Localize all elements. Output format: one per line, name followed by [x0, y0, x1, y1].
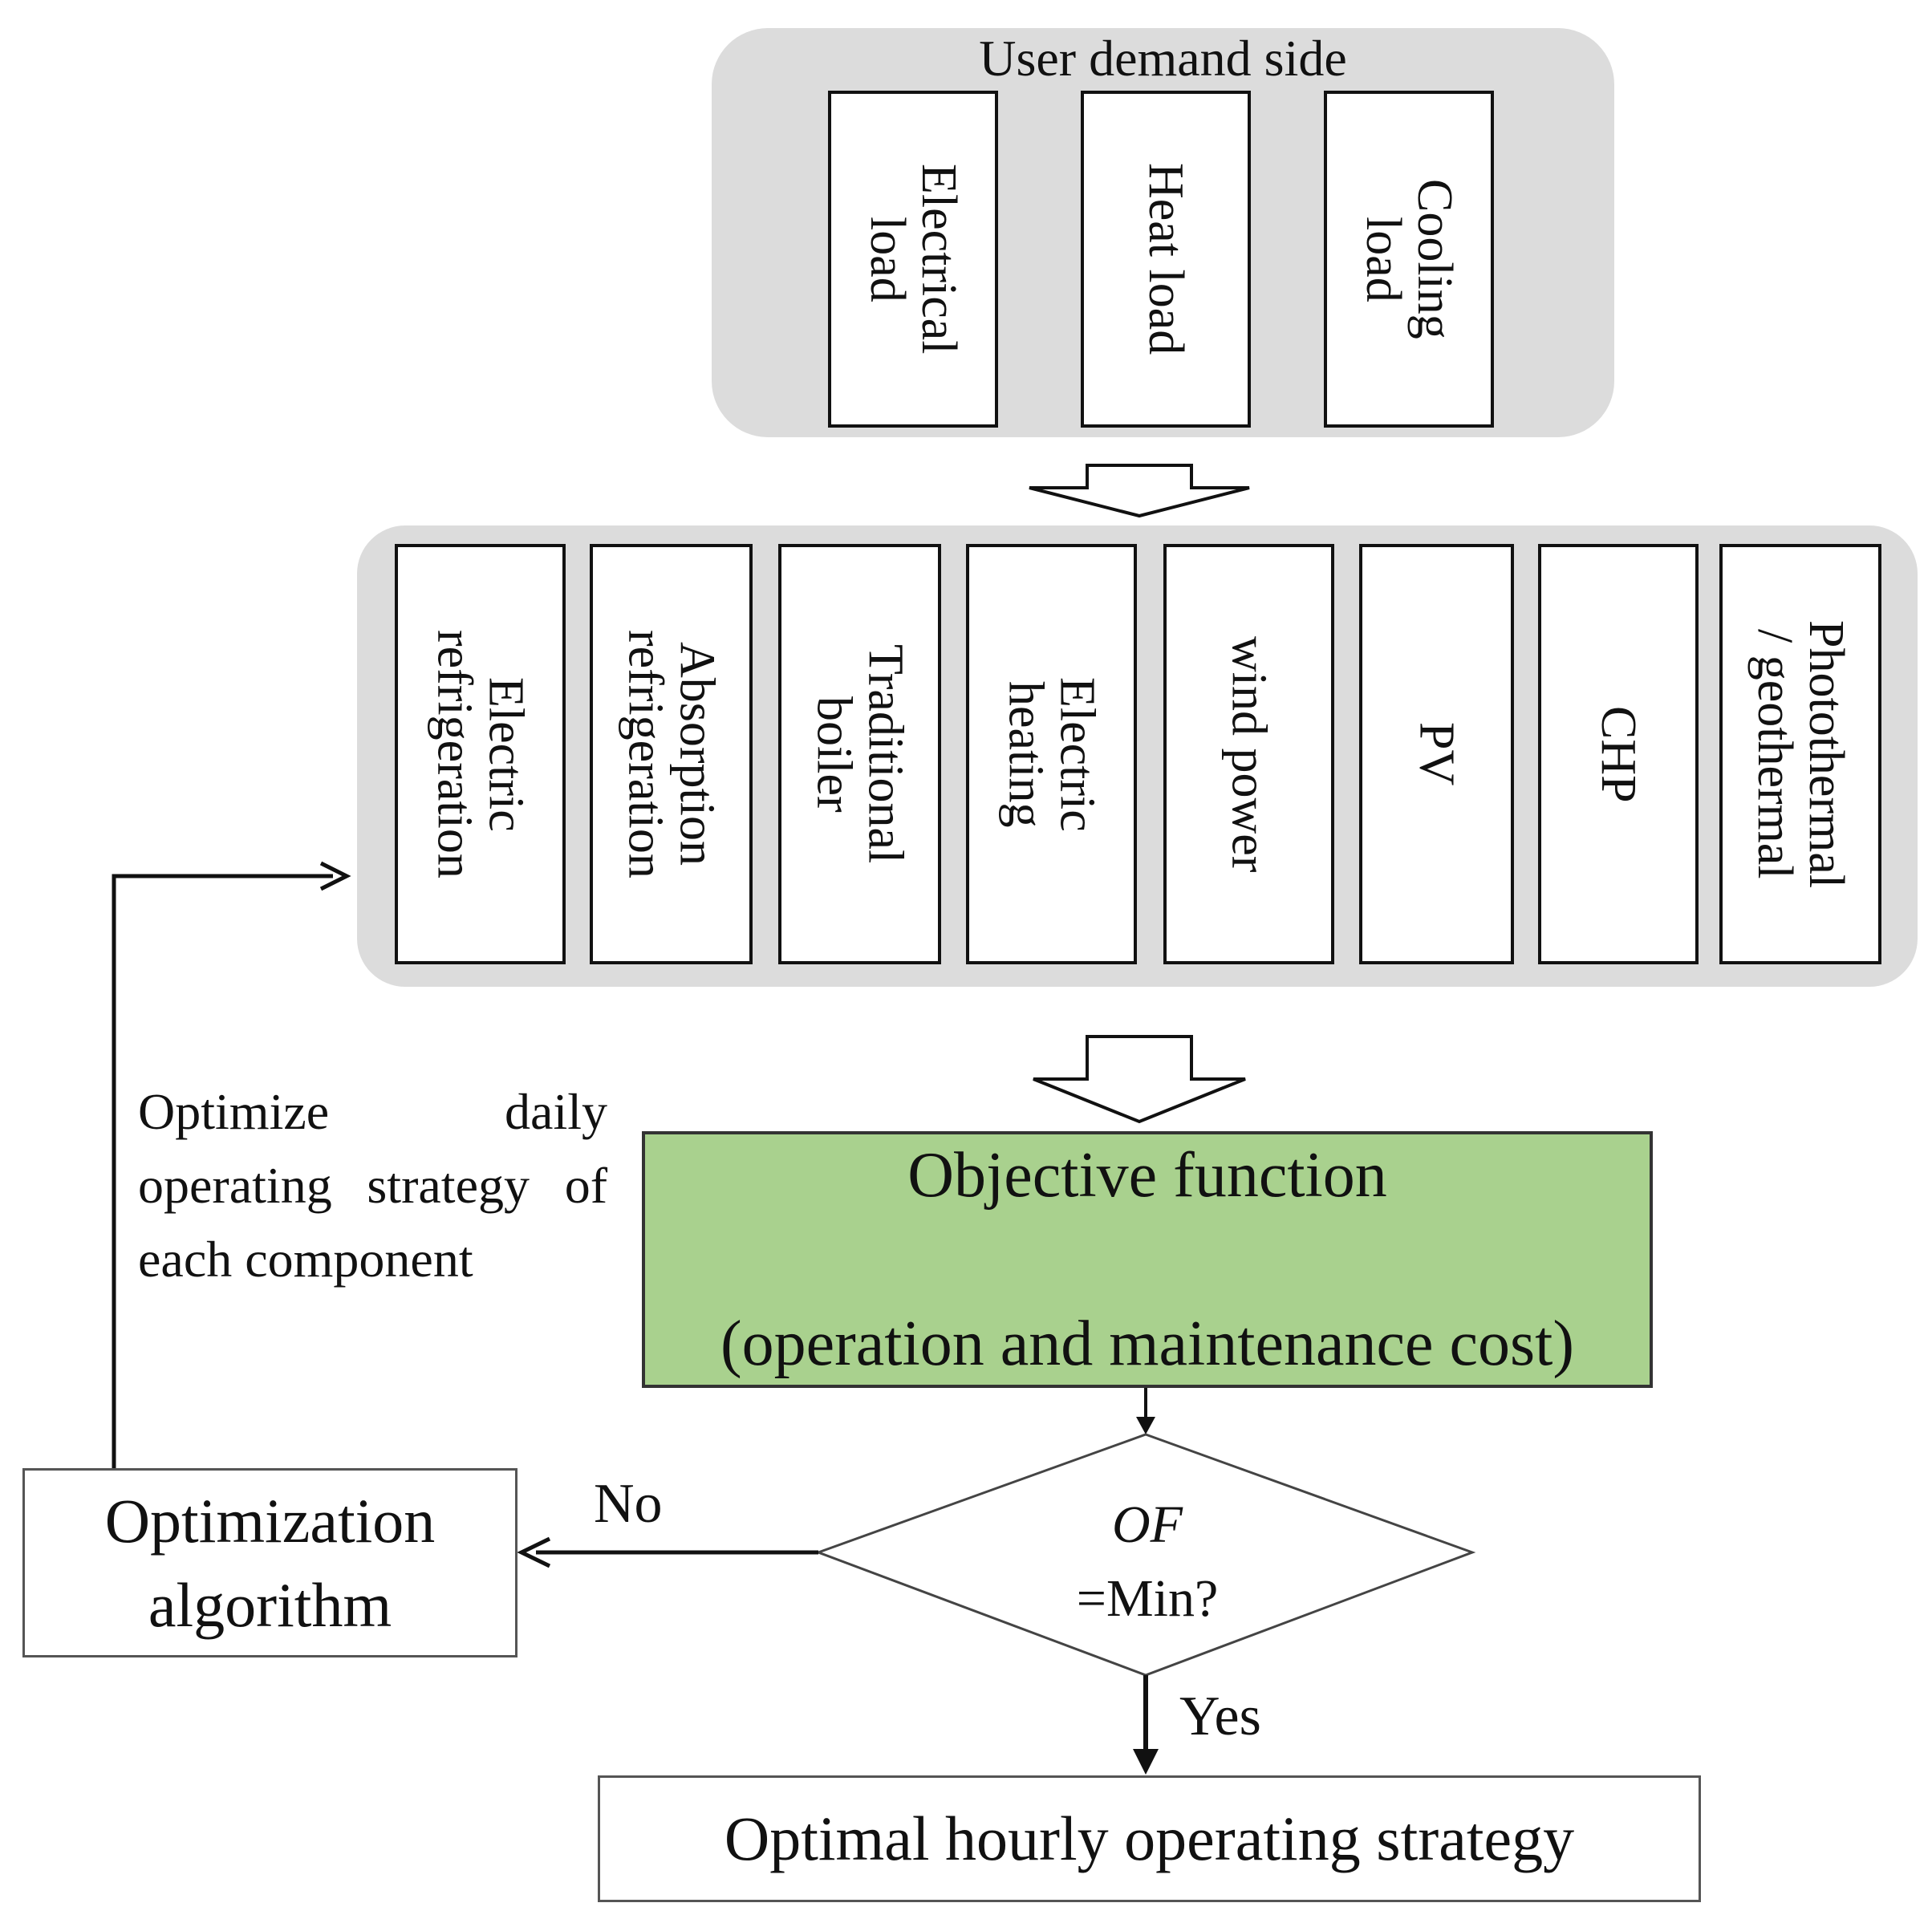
yes-label: Yes	[1179, 1686, 1261, 1747]
electrical-load-label: Electrical load	[860, 164, 966, 355]
feedback-loop-line	[112, 874, 333, 1468]
decision-text: OF =Min?	[987, 1488, 1308, 1636]
feedback-note: Optimize daily operating strategy of eac…	[138, 1083, 607, 1288]
arrowhead	[1133, 1749, 1159, 1775]
component-label: Electric heating	[998, 676, 1105, 832]
block-arrow-down-1	[1029, 464, 1250, 518]
arrowhead	[1136, 1417, 1155, 1434]
component-label: Photothermal / geothermal	[1747, 619, 1853, 889]
component-pv: PV	[1359, 544, 1514, 964]
arrowhead	[517, 1536, 551, 1568]
optimization-algorithm-box: Optimization algorithm	[22, 1468, 518, 1657]
component-photothermal-geothermal: Photothermal / geothermal	[1719, 544, 1881, 964]
component-label: Absorption refrigeration	[618, 630, 724, 878]
decision-variable: OF	[1112, 1495, 1183, 1554]
objective-subtitle: (operation and maintenance cost)	[720, 1308, 1574, 1379]
electrical-load-box: Electrical load	[828, 91, 998, 428]
component-label: CHP	[1591, 705, 1646, 803]
cooling-load-box: Cooling load	[1324, 91, 1494, 428]
component-label: Electric refrigeration	[427, 630, 534, 878]
component-chp: CHP	[1538, 544, 1699, 964]
decision-condition: =Min?	[1076, 1569, 1219, 1628]
component-wind-power: wind power	[1163, 544, 1334, 964]
component-absorption-refrigeration: Absorption refrigeration	[590, 544, 753, 964]
user-demand-title: User demand side	[979, 30, 1347, 87]
component-traditional-boiler: Traditional boiler	[778, 544, 941, 964]
heat-load-box: Heat load	[1081, 91, 1251, 428]
component-label: PV	[1409, 722, 1464, 786]
objective-function-box: Objective function (operation and mainte…	[642, 1131, 1653, 1388]
optimal-strategy-box: Optimal hourly operating strategy	[598, 1775, 1701, 1902]
no-label: No	[594, 1473, 663, 1535]
component-electric-refrigeration: Electric refrigeration	[395, 544, 566, 964]
heat-load-label: Heat load	[1138, 163, 1193, 355]
cooling-load-label: Cooling load	[1356, 179, 1462, 339]
component-electric-heating: Electric heating	[966, 544, 1137, 964]
block-arrow-down-2	[1033, 1035, 1246, 1124]
component-label: wind power	[1221, 635, 1276, 873]
component-label: Traditional boiler	[806, 644, 913, 864]
objective-title: Objective function	[907, 1139, 1387, 1211]
arrowhead	[319, 861, 351, 891]
